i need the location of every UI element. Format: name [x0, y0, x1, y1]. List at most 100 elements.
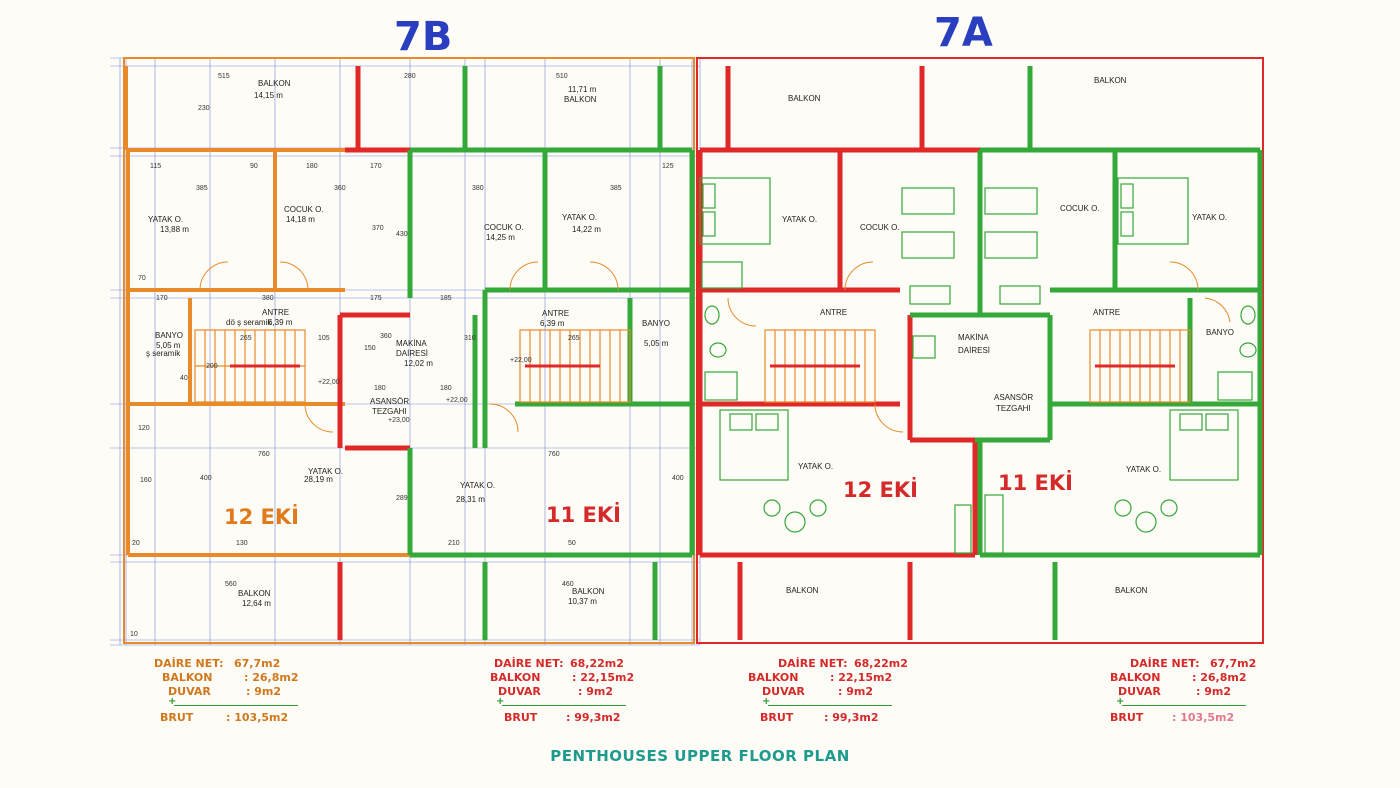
- label-b-antre1-note: dö ş seramik: [226, 318, 272, 327]
- dim-210: 210: [448, 540, 460, 547]
- label-b-antre1-area: 6,39 m: [268, 318, 293, 327]
- label-b-cocuk2-area: 14,25 m: [486, 233, 515, 242]
- walls-7b-left: [124, 66, 410, 557]
- stair-7b-left: [194, 329, 306, 403]
- label-b-cocuk1-area: 14,18 m: [286, 215, 315, 224]
- label-b-yatak3-area: 28,19 m: [304, 475, 333, 484]
- summary-duvar-value: : 9m2: [578, 685, 613, 698]
- summary-balkon-label: BALKON: [490, 671, 541, 684]
- label-b-yatak3: YATAK O.: [308, 467, 343, 476]
- summary-net-label: DAİRE NET:: [154, 657, 224, 670]
- dim-70: 70: [138, 275, 146, 282]
- dim-400-b: 400: [672, 475, 684, 482]
- summary-net-value: 67,7m2: [234, 657, 281, 670]
- label-b-tezgahi: TEZGAHI: [372, 407, 407, 416]
- label-b-makina-area: 12,02 m: [404, 359, 433, 368]
- label-b-yatak4-area: 28,31 m: [456, 495, 485, 504]
- room-labels-7b: BALKON 14,15 m 11,71 m BALKON YATAK O. 1…: [146, 79, 670, 608]
- summary-sum-line: [174, 705, 298, 706]
- dim-185: 185: [440, 295, 452, 302]
- label-b-banyo2-area: 5,05 m: [644, 339, 669, 348]
- label-b-yatak1-area: 13,88 m: [160, 225, 189, 234]
- label-b-banyo1: BANYO: [155, 331, 183, 340]
- unit-7b-11: 11 EKİ: [546, 502, 621, 527]
- dim-265-b: 265: [568, 335, 580, 342]
- label-a-makina: MAKİNA: [958, 333, 989, 342]
- summary-plus-sign: +: [168, 696, 177, 707]
- dim-360-a: 360: [334, 185, 346, 192]
- summary-balkon-value: : 22,15m2: [572, 671, 635, 684]
- dim-380-b: 380: [262, 295, 274, 302]
- dim-10: 10: [130, 631, 138, 638]
- stair-7a-left: [764, 329, 876, 403]
- unit-7a-11: 11 EKİ: [998, 470, 1073, 495]
- summary-balkon-label: BALKON: [1110, 671, 1161, 684]
- dim-380: 380: [472, 185, 484, 192]
- label-b-yatak4: YATAK O.: [460, 481, 495, 490]
- dimension-labels: 515 280 510 230 115 90 180 170 125 385 3…: [130, 73, 684, 638]
- walls-7b-extra-red: [725, 66, 743, 640]
- label-a-banyo: BANYO: [1206, 328, 1234, 337]
- label-b-balkon-bot-mid: BALKON: [572, 587, 605, 596]
- label-b-balkon-top-left-area: 14,15 m: [254, 91, 283, 100]
- dim-265-a: 265: [240, 335, 252, 342]
- label-a-cocuk1: COCUK O.: [860, 223, 900, 232]
- label-b-makina: MAKİNA: [396, 339, 427, 348]
- summary-sum-line: [1122, 705, 1246, 706]
- label-a-cocuk2: COCUK O.: [1060, 204, 1100, 213]
- summary-duvar-value: : 9m2: [246, 685, 281, 698]
- label-b-yatak2-area: 14,22 m: [572, 225, 601, 234]
- dim-310: 310: [464, 335, 476, 342]
- block-7b-heading: 7B: [394, 14, 453, 60]
- unit-7a-12: 12 EKİ: [843, 477, 918, 502]
- label-b-banyo1-area: 5,05 m: [156, 341, 181, 350]
- block-7a-heading: 7A: [934, 10, 993, 56]
- dim-180-a: 180: [306, 163, 318, 170]
- summary-brut-value: : 103,5m2: [226, 711, 289, 724]
- level-2: +22,00: [510, 357, 532, 364]
- door-arcs: [199, 261, 1231, 433]
- dim-510: 510: [556, 73, 568, 80]
- summary-net-value: 68,22m2: [570, 657, 624, 670]
- label-b-yatak1: YATAK O.: [148, 215, 183, 224]
- label-b-cocuk1: COCUK O.: [284, 205, 324, 214]
- summary-sum-line: [502, 705, 626, 706]
- summary-net-value: 68,22m2: [854, 657, 908, 670]
- dim-460: 460: [562, 581, 574, 588]
- summary-brut-value: : 99,3m2: [824, 711, 879, 724]
- label-b-antre2: ANTRE: [542, 309, 569, 318]
- dim-150: 150: [364, 345, 376, 352]
- label-b-balkon-top-mid-area: 11,71 m: [568, 85, 597, 94]
- label-a-balkon-bot-right: BALKON: [1115, 586, 1148, 595]
- label-b-balkon-bot-mid-area: 10,37 m: [568, 597, 597, 606]
- dim-180-b: 180: [374, 385, 386, 392]
- summary-plus-sign: +: [496, 696, 505, 707]
- level-1: +22,00: [318, 379, 340, 386]
- label-b-antre1: ANTRE: [262, 308, 289, 317]
- dim-20: 20: [132, 540, 140, 547]
- dim-170-a: 170: [370, 163, 382, 170]
- dim-130: 130: [236, 540, 248, 547]
- dim-289: 289: [396, 495, 408, 502]
- label-b-balkon-top-left: BALKON: [258, 79, 291, 88]
- label-b-asansor: ASANSÖR: [370, 397, 409, 406]
- summary-7b-11: DAİRE NET:68,22m2 BALKON: 22,15m2 DUVAR:…: [490, 657, 674, 725]
- summary-balkon-value: : 26,8m2: [244, 671, 299, 684]
- label-b-banyo1-note: ş seramik: [146, 349, 181, 358]
- label-a-asansor: ASANSÖR: [994, 393, 1033, 402]
- summary-balkon-value: : 26,8m2: [1192, 671, 1247, 684]
- walls-7b-right: [407, 66, 695, 640]
- dim-180-c: 180: [440, 385, 452, 392]
- label-a-dairesi: DAİRESİ: [958, 346, 990, 355]
- summary-7a-12: DAİRE NET:68,22m2 BALKON: 22,15m2 DUVAR:…: [748, 657, 958, 725]
- label-a-antre2: ANTRE: [1093, 308, 1120, 317]
- label-a-balkon-top-left: BALKON: [788, 94, 821, 103]
- dim-385-b: 385: [610, 185, 622, 192]
- summary-balkon-label: BALKON: [748, 671, 799, 684]
- dim-115: 115: [150, 163, 161, 170]
- label-a-antre1: ANTRE: [820, 308, 847, 317]
- summary-balkon-label: BALKON: [162, 671, 213, 684]
- summary-plus-sign: +: [1116, 696, 1125, 707]
- footer-title: PENTHOUSES UPPER FLOOR PLAN: [550, 747, 850, 765]
